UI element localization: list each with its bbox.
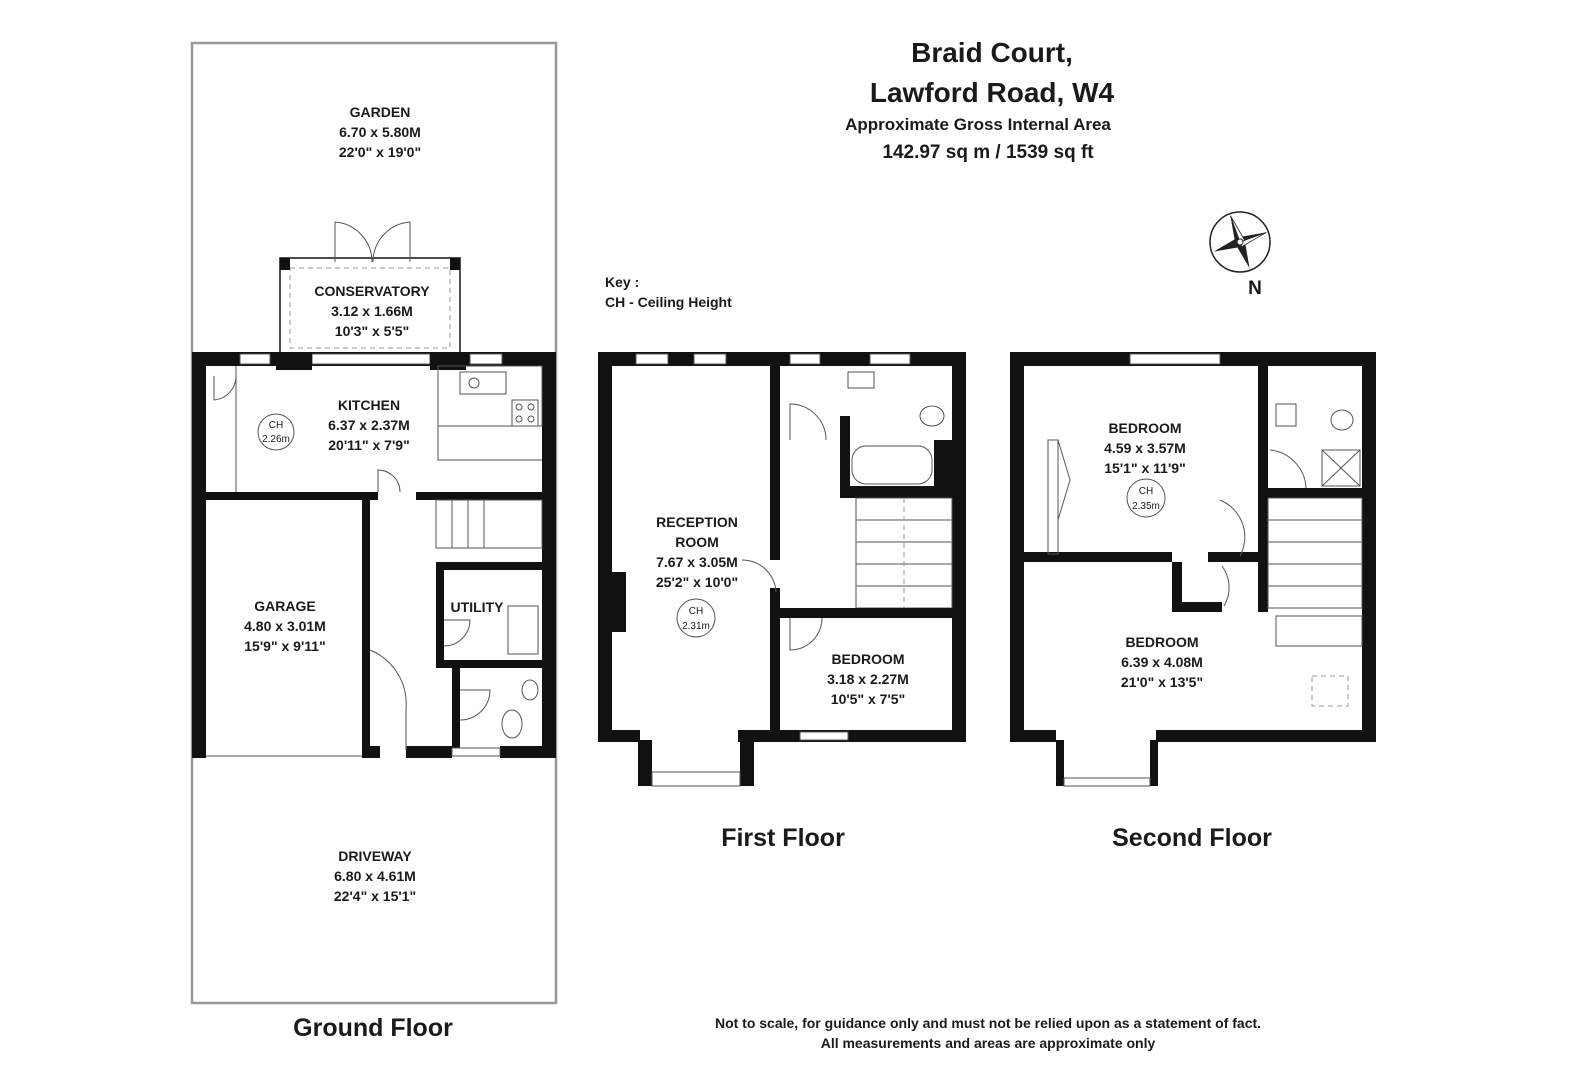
svg-text:2.26m: 2.26m <box>262 434 290 445</box>
svg-text:BEDROOM: BEDROOM <box>1125 634 1198 650</box>
svg-text:22'4" x 15'1": 22'4" x 15'1" <box>334 888 416 904</box>
room-garage: GARAGE 4.80 x 3.01M 15'9" x 9'11" <box>244 598 326 654</box>
second-floor-plan: CH 2.35m BEDROOM 4.59 x 3.57M 15'1" x 11… <box>1010 352 1376 852</box>
svg-text:CH: CH <box>689 606 703 617</box>
svg-text:2.35m: 2.35m <box>1132 501 1160 512</box>
bath-icon <box>851 445 933 485</box>
room-second-bedroom-1: BEDROOM 4.59 x 3.57M 15'1" x 11'9" <box>1104 420 1186 476</box>
wardrobe-doors <box>1057 439 1071 521</box>
svg-text:10'3" x 5'5": 10'3" x 5'5" <box>335 323 409 339</box>
hob-icon <box>511 399 539 427</box>
disclaimer-line-1: Not to scale, for guidance only and must… <box>715 1015 1261 1031</box>
ceiling-height-badge <box>1126 478 1166 518</box>
basin-icon <box>1275 403 1297 427</box>
svg-text:21'0" x 13'5": 21'0" x 13'5" <box>1121 674 1203 690</box>
key-entry: CH - Ceiling Height <box>605 294 732 310</box>
reception-door-swing <box>741 559 777 593</box>
room-driveway: DRIVEWAY 6.80 x 4.61M 22'4" x 15'1" <box>334 848 416 904</box>
svg-text:GARDEN: GARDEN <box>350 104 411 120</box>
first-floor-plan: CH 2.31m RECEPTION ROOM 7.67 x 3.05M 25'… <box>598 352 966 852</box>
basin-icon <box>847 371 875 389</box>
svg-text:KITCHEN: KITCHEN <box>338 397 400 413</box>
compass-north-label: N <box>1248 278 1262 299</box>
front-door-swing <box>369 649 407 709</box>
utility-sink-icon <box>507 605 539 655</box>
ground-floor-plan: CH 2.26m GARDEN 6.70 x 5.80M 22'0" x 19'… <box>190 41 558 1042</box>
svg-text:6.80 x 4.61M: 6.80 x 4.61M <box>334 868 416 884</box>
second-floor-label: Second Floor <box>1112 824 1272 852</box>
svg-text:15'1" x 11'9": 15'1" x 11'9" <box>1104 460 1185 476</box>
svg-text:6.37 x 2.37M: 6.37 x 2.37M <box>328 417 410 433</box>
title-line-1: Braid Court, <box>911 37 1073 68</box>
svg-text:CONSERVATORY: CONSERVATORY <box>314 283 430 299</box>
svg-text:DRIVEWAY: DRIVEWAY <box>338 848 412 864</box>
svg-text:6.39 x 4.08M: 6.39 x 4.08M <box>1121 654 1203 670</box>
stairs-icon <box>435 499 543 549</box>
room-first-bedroom: BEDROOM 3.18 x 2.27M 10'5" x 7'5" <box>827 651 909 707</box>
key-legend: Key : CH - Ceiling Height <box>605 274 732 310</box>
gross-area: 142.97 sq m / 1539 sq ft <box>882 142 1094 163</box>
room-utility: UTILITY <box>451 599 505 615</box>
svg-text:7.67 x 3.05M: 7.67 x 3.05M <box>656 554 738 570</box>
svg-text:CH: CH <box>1139 486 1153 497</box>
svg-text:15'9" x 9'11": 15'9" x 9'11" <box>244 638 325 654</box>
svg-text:4.80 x 3.01M: 4.80 x 3.01M <box>244 618 326 634</box>
room-garden: GARDEN 6.70 x 5.80M 22'0" x 19'0" <box>339 104 421 160</box>
svg-text:GARAGE: GARAGE <box>254 598 315 614</box>
svg-text:22'0" x 19'0": 22'0" x 19'0" <box>339 144 421 160</box>
ceiling-height-badge <box>676 598 716 638</box>
sink-icon <box>459 371 507 395</box>
door-swing <box>1219 499 1246 557</box>
title-line-2: Lawford Road, W4 <box>870 77 1115 108</box>
toilet-icon <box>1330 409 1354 431</box>
key-heading: Key : <box>605 274 639 290</box>
french-door-left-swing <box>334 221 373 263</box>
svg-text:BEDROOM: BEDROOM <box>831 651 904 667</box>
svg-text:ROOM: ROOM <box>675 534 719 550</box>
dormer-window <box>1063 777 1151 787</box>
svg-text:2.31m: 2.31m <box>682 621 710 632</box>
room-kitchen: KITCHEN 6.37 x 2.37M 20'11" x 7'9" <box>328 397 410 453</box>
room-reception: RECEPTION ROOM 7.67 x 3.05M 25'2" x 10'0… <box>656 514 738 590</box>
svg-text:10'5" x 7'5": 10'5" x 7'5" <box>831 691 905 707</box>
title-block: Braid Court, Lawford Road, W4 Approximat… <box>845 37 1114 163</box>
disclaimer-line-2: All measurements and areas are approxima… <box>821 1035 1156 1051</box>
svg-text:CH: CH <box>269 420 283 431</box>
door-swing <box>377 469 401 493</box>
conservatory-glazing <box>289 267 451 349</box>
svg-text:3.18 x 2.27M: 3.18 x 2.27M <box>827 671 909 687</box>
area-subtitle: Approximate Gross Internal Area <box>845 115 1111 134</box>
ceiling-height-badge <box>257 413 295 451</box>
disclaimer: Not to scale, for guidance only and must… <box>715 1015 1261 1051</box>
wc-icon <box>501 709 523 739</box>
svg-text:6.70 x 5.80M: 6.70 x 5.80M <box>339 124 421 140</box>
first-floor-label: First Floor <box>721 824 845 852</box>
stairs-icon <box>1267 497 1363 609</box>
basin-icon <box>521 679 539 701</box>
svg-text:RECEPTION: RECEPTION <box>656 514 738 530</box>
svg-text:20'11" x 7'9": 20'11" x 7'9" <box>328 437 409 453</box>
svg-text:4.59 x 3.57M: 4.59 x 3.57M <box>1104 440 1186 456</box>
svg-text:UTILITY: UTILITY <box>451 599 505 615</box>
compass-icon <box>1209 211 1271 273</box>
kitchen-worktop <box>437 365 543 427</box>
svg-text:BEDROOM: BEDROOM <box>1108 420 1181 436</box>
toilet-icon <box>919 405 945 427</box>
french-door-right-swing <box>372 221 411 263</box>
shower-icon <box>1321 449 1361 487</box>
room-conservatory: CONSERVATORY 3.12 x 1.66M 10'3" x 5'5" <box>314 283 430 339</box>
svg-text:25'2" x 10'0": 25'2" x 10'0" <box>656 574 738 590</box>
ground-floor-label: Ground Floor <box>293 1014 453 1042</box>
room-second-bedroom-2: BEDROOM 6.39 x 4.08M 21'0" x 13'5" <box>1121 634 1203 690</box>
svg-text:3.12 x 1.66M: 3.12 x 1.66M <box>331 303 413 319</box>
bay-window <box>651 771 741 787</box>
